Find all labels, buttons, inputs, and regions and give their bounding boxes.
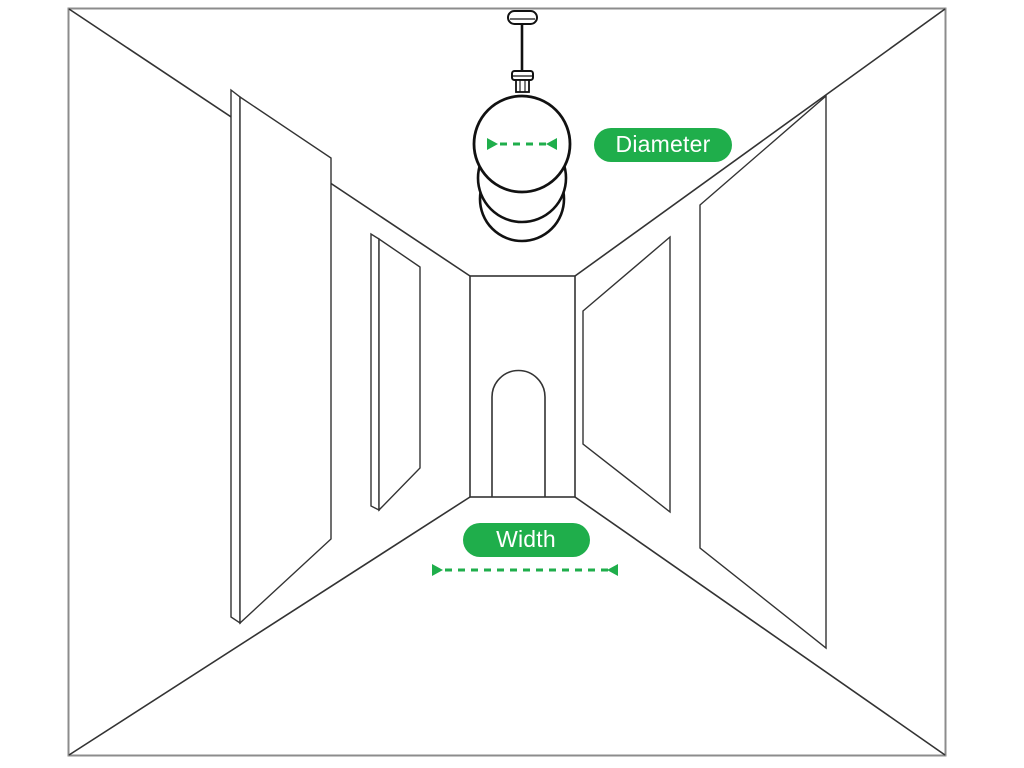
left-wall-art-panel-far <box>370 232 421 512</box>
left-wall-art-panel-near <box>230 88 332 625</box>
socket-collar <box>511 70 534 93</box>
pendant-light <box>472 10 572 243</box>
arched-doorway <box>491 369 546 497</box>
left-panel-near-face <box>239 95 332 625</box>
width-label-pill[interactable] <box>463 523 590 557</box>
end-wall <box>469 275 576 498</box>
right-wall-art-panel-near <box>699 94 827 650</box>
right-wall-art-panel-far <box>582 235 671 514</box>
diameter-label-pill[interactable] <box>594 128 732 162</box>
left-panel-near-edge <box>230 88 241 625</box>
room-shell <box>68 8 946 756</box>
diameter-label[interactable]: Diameter <box>594 128 732 162</box>
left-panel-far-edge <box>370 232 380 512</box>
width-label-text: Width <box>496 526 556 552</box>
left-panel-far-face <box>378 237 421 512</box>
floor-right-edge <box>574 496 946 756</box>
right-panel-near-face <box>699 94 827 650</box>
right-panel-far-face <box>582 235 671 514</box>
floor-left-edge <box>68 496 471 756</box>
width-label[interactable]: Width <box>463 523 590 557</box>
ceiling-canopy <box>507 10 538 25</box>
diameter-label-text: Diameter <box>616 131 711 157</box>
ceiling-right-edge <box>574 8 946 277</box>
